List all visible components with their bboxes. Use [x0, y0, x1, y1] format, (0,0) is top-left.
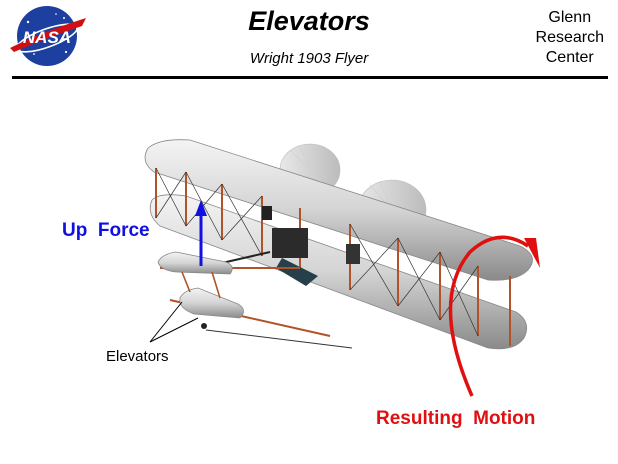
elevators-pointer	[149, 301, 199, 343]
elevators-label: Elevators	[106, 348, 169, 365]
nasa-logo-icon: NASA	[10, 6, 86, 66]
nasa-logo-text: NASA	[23, 28, 71, 47]
curved-arrow-icon	[448, 235, 540, 397]
bracing-wires	[155, 167, 479, 337]
page-subtitle: Wright 1903 Flyer	[249, 50, 369, 67]
org-line-3: Center	[545, 49, 594, 66]
resulting-motion-label: Resulting Motion	[376, 408, 536, 429]
organization-name: Glenn Research Center	[536, 8, 604, 68]
header-divider	[12, 76, 608, 79]
elevator-surfaces	[157, 251, 331, 337]
engine	[262, 206, 360, 286]
up-arrow-icon	[195, 200, 207, 266]
up-force-label: Up Force	[62, 220, 150, 241]
page-title: Elevators	[248, 6, 370, 36]
org-line-2: Research	[535, 29, 604, 46]
org-line-1: Glenn	[548, 9, 592, 26]
lower-wing	[149, 194, 528, 350]
landing-skid	[205, 329, 353, 349]
upper-wing	[144, 139, 533, 281]
